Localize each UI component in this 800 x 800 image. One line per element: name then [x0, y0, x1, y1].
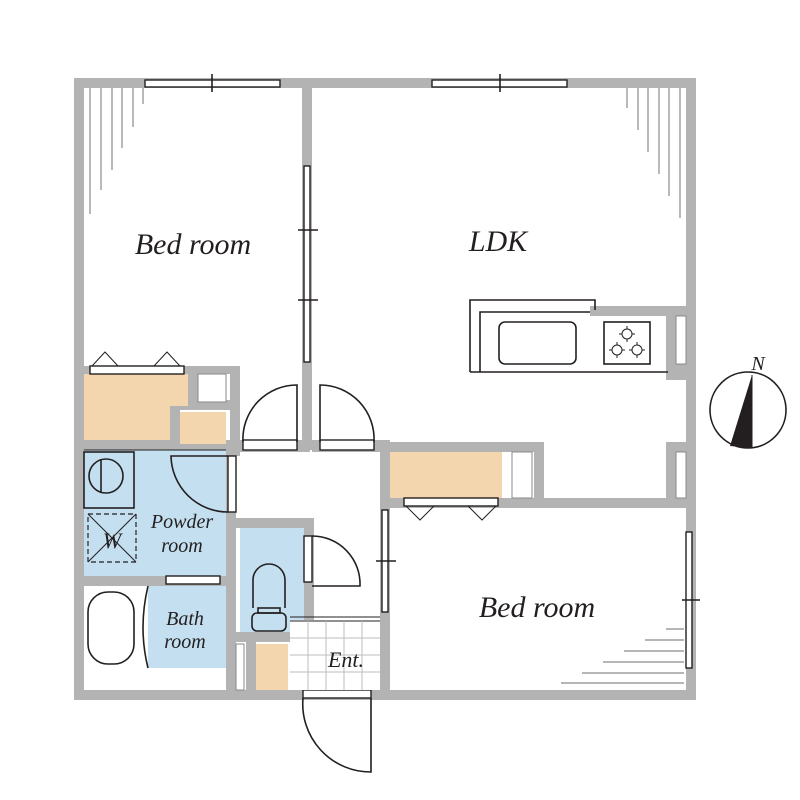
closet-small [180, 412, 226, 444]
label-bedroom-se: Bed room [479, 591, 595, 624]
basin-icon [88, 458, 124, 494]
north-arrow-icon [730, 375, 752, 448]
label-entrance: Ent. [327, 647, 364, 672]
label-bath-line2: room [164, 631, 205, 653]
label-bedroom-nw: Bed room [135, 228, 251, 261]
bath-room-floor [148, 586, 226, 668]
closet-se [390, 452, 502, 498]
closet-doors[interactable] [89, 351, 499, 521]
doors[interactable] [142, 384, 375, 773]
label-ldk: LDK [468, 225, 529, 258]
label-washer: W [103, 528, 123, 553]
label-powder-line2: room [161, 535, 202, 557]
sink-icon [498, 321, 577, 365]
burner-icons [609, 326, 645, 358]
shoe-closet [256, 644, 288, 690]
bathtub-icon [87, 591, 135, 665]
toilet-room-floor [240, 528, 304, 632]
label-bath-line1: Bath [166, 608, 204, 630]
washer-space [87, 513, 137, 563]
toilet-icon [251, 563, 287, 632]
kitchen-counter [469, 299, 668, 373]
label-north: N [750, 353, 766, 375]
entrance-tiles [290, 616, 380, 690]
stove-icon [603, 321, 651, 365]
powder-room-floor [84, 450, 226, 576]
closet-nw [84, 374, 188, 440]
curtain-lines [89, 88, 684, 684]
laundry-fixtures [83, 451, 137, 563]
windows [144, 74, 700, 669]
compass [709, 371, 787, 449]
label-powder-line1: Powder [150, 511, 213, 533]
